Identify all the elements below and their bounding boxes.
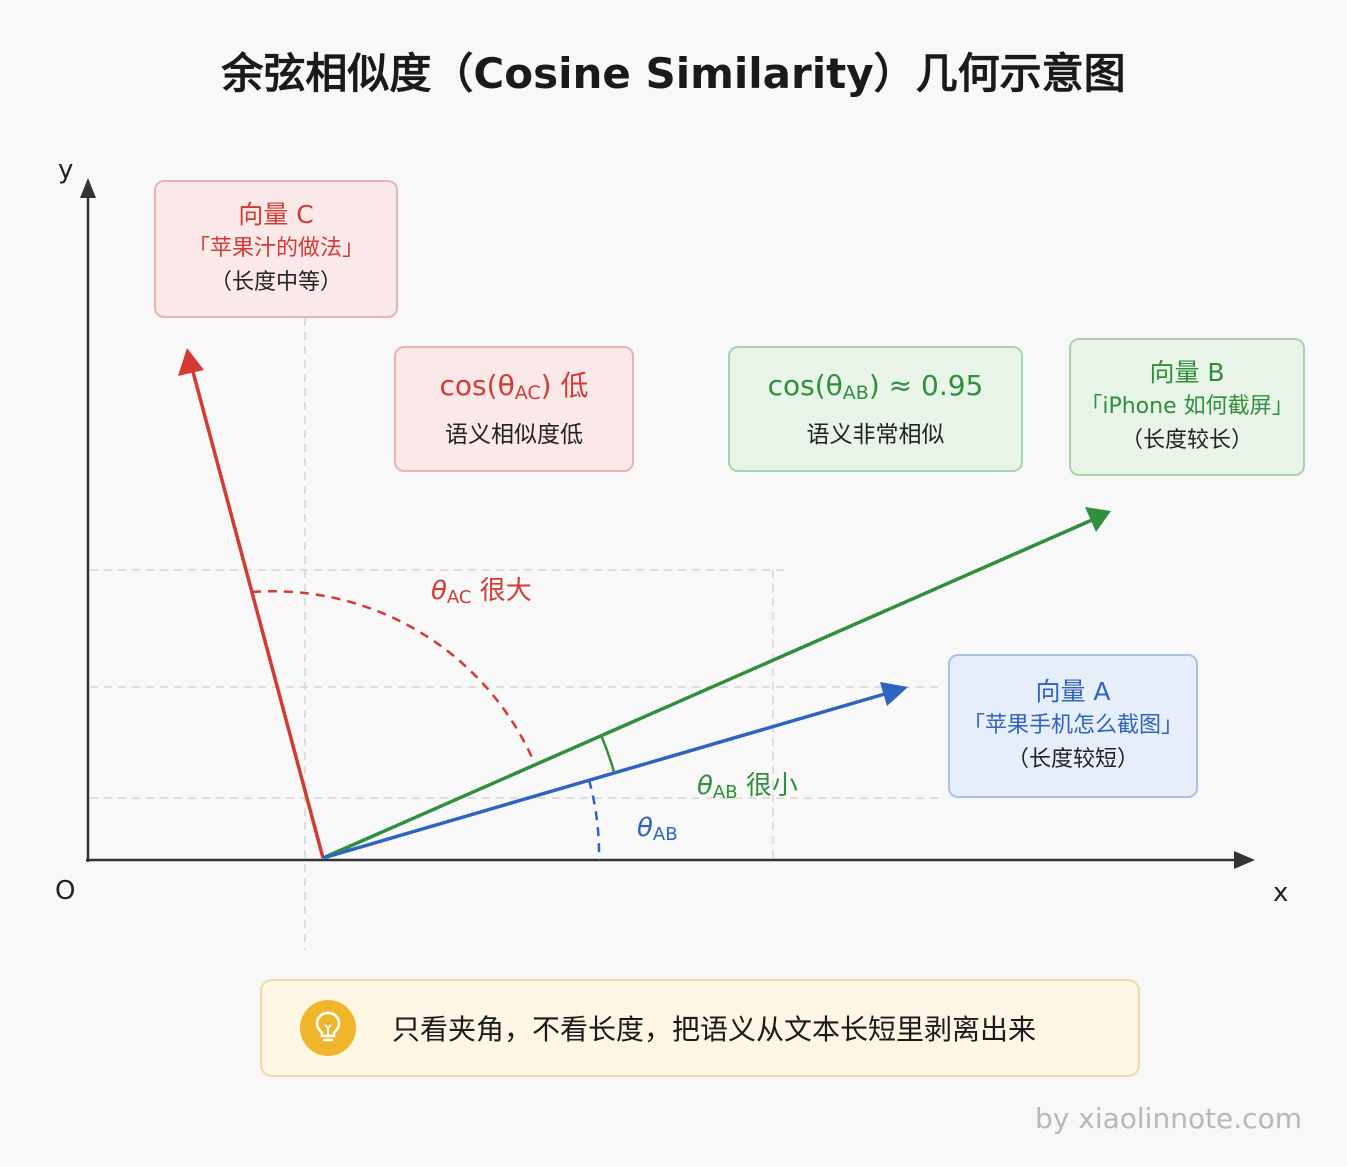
origin-label: O xyxy=(55,876,76,906)
x-axis-label: x xyxy=(1273,878,1289,908)
cos-ab-card: cos(θAB) ≈ 0.95 语义非常相似 xyxy=(728,346,1023,472)
cos-ac-formula: cos(θAC) 低 xyxy=(439,368,589,404)
vector-c-line xyxy=(190,367,325,859)
angle-ab-label-green: θAB 很小 xyxy=(697,771,798,803)
angle-ac-arc xyxy=(251,590,536,763)
vector-a-name: 向量 A xyxy=(1035,677,1111,706)
cos-ac-card: cos(θAC) 低 语义相似度低 xyxy=(394,346,634,472)
vector-c-arrow-icon xyxy=(178,348,204,376)
angle-ab-arc-blue xyxy=(587,779,601,861)
x-axis-arrow-icon xyxy=(1234,851,1255,869)
vector-c-text: 「苹果汁的做法」 xyxy=(187,236,364,261)
angle-ab-arc-green xyxy=(599,734,616,773)
vector-b-name: 向量 B xyxy=(1149,358,1225,387)
credit-text: by xiaolinnote.com xyxy=(1035,1102,1302,1135)
vector-a-arrow-icon xyxy=(880,682,908,706)
cos-ab-formula: cos(θAB) ≈ 0.95 xyxy=(767,368,984,404)
vector-c-length: （长度中等） xyxy=(209,270,342,295)
angle-ac-label: θAC 很大 xyxy=(431,576,532,608)
vector-a-length: （长度较短） xyxy=(1006,747,1139,772)
vector-c-card: 向量 C 「苹果汁的做法」 （长度中等） xyxy=(154,180,398,318)
cos-ab-desc: 语义非常相似 xyxy=(806,421,945,448)
diagram-title: 余弦相似度（Cosine Similarity）几何示意图 xyxy=(221,49,1126,98)
y-axis-label: y xyxy=(58,155,74,185)
vector-b-card: 向量 B 「iPhone 如何截屏」 （长度较长） xyxy=(1069,338,1305,476)
vector-b-line xyxy=(322,518,1093,860)
vector-a-card: 向量 A 「苹果手机怎么截图」 （长度较短） xyxy=(948,654,1198,798)
tip-text: 只看夹角，不看长度，把语义从文本长短里剥离出来 xyxy=(392,1013,1037,1046)
vector-a-line xyxy=(322,691,889,860)
cos-ac-desc: 语义相似度低 xyxy=(445,421,583,448)
lightbulb-icon xyxy=(300,1000,356,1056)
vector-b-length: （长度较长） xyxy=(1120,428,1253,453)
tip-banner: 只看夹角，不看长度，把语义从文本长短里剥离出来 xyxy=(260,979,1140,1077)
vector-b-arrow-icon xyxy=(1085,507,1111,532)
vector-c-name: 向量 C xyxy=(238,200,314,229)
angle-ab-label-blue: θAB xyxy=(637,813,678,845)
y-axis-arrow-icon xyxy=(80,178,96,198)
guide-lines xyxy=(90,290,940,950)
vector-a-text: 「苹果手机怎么截图」 xyxy=(962,713,1183,738)
vector-b-text: 「iPhone 如何截屏」 xyxy=(1080,394,1294,419)
